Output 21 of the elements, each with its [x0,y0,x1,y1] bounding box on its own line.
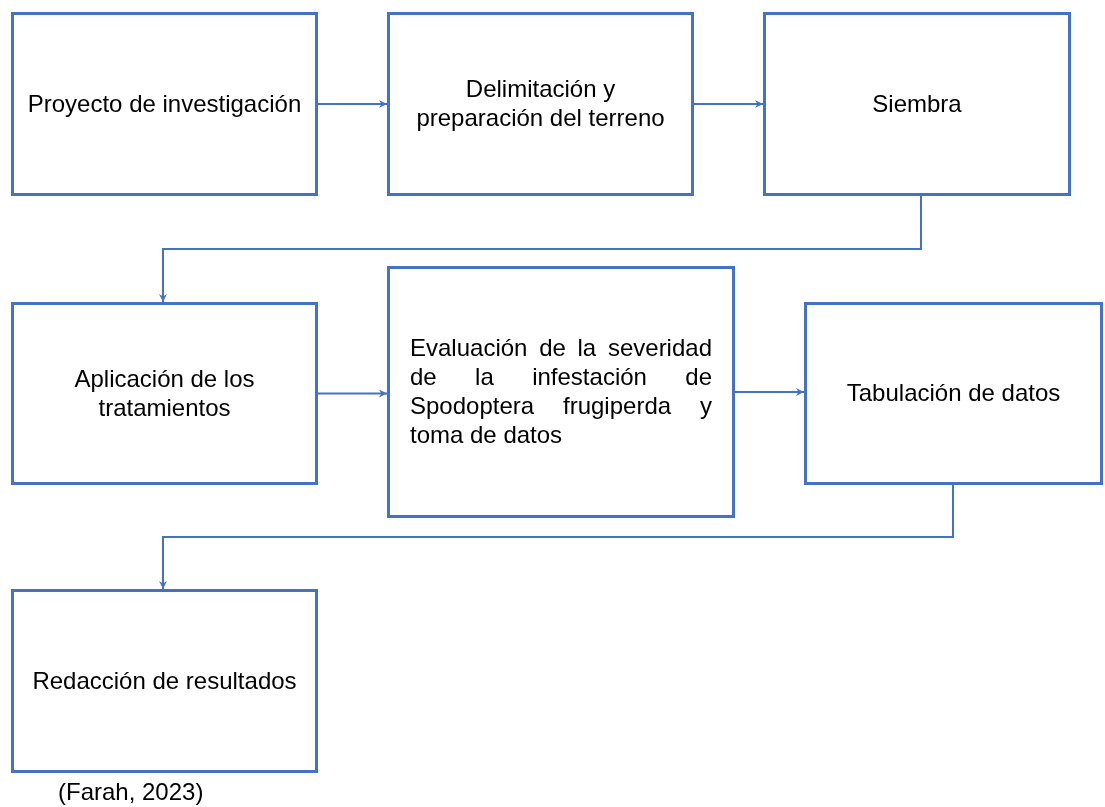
process-box [387,266,735,518]
process-box [387,12,694,196]
box-text: Tabulación de datos [845,379,1062,408]
process-box [11,12,318,196]
box-text: Proyecto de investigación [26,89,303,119]
arrow [317,100,388,108]
arrow [693,100,764,108]
process-box [11,589,318,773]
process-box [11,302,318,485]
arrow [734,388,805,396]
process-box [804,302,1103,485]
source-citation: (Farah, 2023) [58,778,204,806]
box-text: Siembra [871,89,963,119]
arrow [159,195,922,303]
process-box [763,12,1071,196]
box-text: Aplicación de los tratamientos [73,364,256,423]
box-text: Evaluación de la severidad de la infestación de Spodoptera frugiperda y toma de datos [410,334,712,450]
box-text: Redacción de resultados [31,666,298,696]
arrow [317,389,388,398]
box-text: Delimitación y preparación del terreno [415,75,666,133]
arrow [159,484,954,590]
